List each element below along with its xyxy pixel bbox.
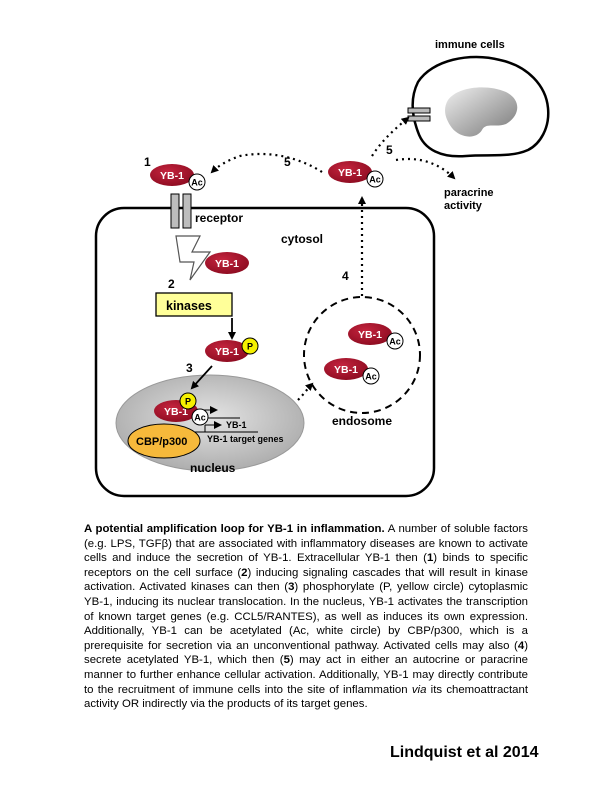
cbp-label: CBP/p300: [136, 436, 187, 448]
kinases-box: [155, 292, 233, 317]
acetyl-badge: [366, 170, 384, 188]
acetyl-badge-label: Ac: [369, 175, 381, 185]
caption-step-2: 2: [241, 566, 248, 579]
caption-text-2: ) binds to specific receptors on the cel…: [84, 552, 529, 579]
paracrine-line2: activity: [444, 200, 483, 212]
acetyl-badge: [386, 332, 404, 350]
caption-step-5: 5: [283, 654, 290, 667]
caption-text-3: ) inducing signaling cascades that will …: [84, 566, 528, 594]
step-5-right: 5: [386, 143, 393, 157]
step-2: 2: [168, 277, 175, 291]
yb1-label: YB-1: [215, 258, 239, 270]
immune-cell: [407, 55, 550, 158]
yb1-label: YB-1: [358, 329, 382, 341]
yb1-phosphorylated: YB-1 P: [205, 337, 259, 362]
receptor: [170, 193, 192, 229]
caption-title: A potential amplification loop for YB-1 …: [84, 523, 385, 535]
target-genes-label: YB-1 target genes: [207, 434, 284, 444]
figure-caption: A potential amplification loop for YB-1 …: [84, 522, 528, 712]
yb1-shape: [150, 164, 194, 186]
paracrine-line1: paracrine: [444, 187, 494, 199]
acetyl-badge: [362, 367, 380, 385]
yb1-shape: [328, 161, 372, 183]
endosome-label: endosome: [332, 414, 392, 428]
caption-text-7: its chemoattractant activity OR indirect…: [84, 683, 528, 711]
acetyl-badge-label: Ac: [191, 178, 203, 188]
yb1-extracellular-left: YB-1Ac: [150, 164, 206, 191]
cell-membrane: [94, 206, 436, 498]
acetyl-badge: [191, 408, 209, 426]
caption-step-1: 1: [426, 552, 434, 565]
caption-step-4: 4: [517, 639, 525, 652]
citation: Lindquist et al 2014: [390, 744, 539, 761]
gene-arrows: [195, 406, 258, 433]
paracrine-label: paracrine activity: [444, 187, 497, 212]
receptor-label: receptor: [195, 211, 243, 225]
acetyl-badge-label: Ac: [365, 372, 377, 382]
dotted-arrows: [210, 116, 456, 401]
nucleus: [115, 374, 305, 472]
step-5-left: 5: [284, 155, 291, 169]
yb1-label: YB-1: [215, 346, 239, 358]
yb1-label: YB-1: [334, 364, 358, 376]
acetyl-badge-label: Ac: [194, 413, 206, 423]
immune-cells-label: immune cells: [435, 39, 505, 51]
nucleus-label: nucleus: [190, 461, 236, 475]
yb1-gene-label: YB-1: [226, 420, 247, 430]
yb1-shape: [324, 358, 368, 380]
cytosol-label: cytosol: [281, 232, 323, 246]
caption-via: via: [411, 683, 427, 696]
acetyl-badge-label: Ac: [389, 337, 401, 347]
cbp-p300: [127, 423, 201, 459]
immune-receptor: [407, 107, 431, 114]
phospho-badge-label: P: [247, 342, 253, 352]
yb1-label: YB-1: [160, 170, 184, 182]
kinases-label: kinases: [166, 299, 212, 313]
phospho-badge: [241, 337, 259, 355]
acetyl-badge: [188, 173, 206, 191]
caption-text-6: ) may act in either an autocrine or para…: [84, 654, 529, 696]
yb1-shape: [348, 323, 392, 345]
caption-text-5: ) secrete acetylated YB-1, which then (: [84, 639, 528, 667]
caption-step-3: 3: [288, 581, 295, 594]
yb1-label: YB-1: [338, 167, 362, 179]
yb1-shape: [205, 340, 249, 362]
step-3: 3: [186, 361, 193, 375]
phospho-badge-label: P: [185, 397, 191, 407]
yb1-pathway-diagram: immune cells receptor cytosol kinases nu…: [94, 39, 550, 498]
yb1-label: YB-1: [164, 406, 188, 418]
signal-lightning-icon: [175, 235, 212, 281]
import-arrow: [190, 365, 213, 390]
yb1-shape: [205, 252, 249, 274]
yb1-cytosol: YB-1: [205, 252, 249, 274]
yb1-extracellular-right: YB-1Ac: [328, 161, 384, 188]
caption-text-1: A number of soluble factors (e.g. LPS, T…: [84, 523, 528, 565]
endosome: [303, 296, 421, 414]
yb1-endosome-bottom: YB-1Ac: [324, 358, 380, 385]
step-4: 4: [342, 269, 349, 283]
yb1-endosome-top: YB-1Ac: [348, 323, 404, 350]
phospho-badge: [179, 392, 197, 410]
step-1: 1: [144, 155, 151, 169]
caption-text-4: ) phosphorylate (P, yellow circle) cytop…: [84, 581, 528, 652]
